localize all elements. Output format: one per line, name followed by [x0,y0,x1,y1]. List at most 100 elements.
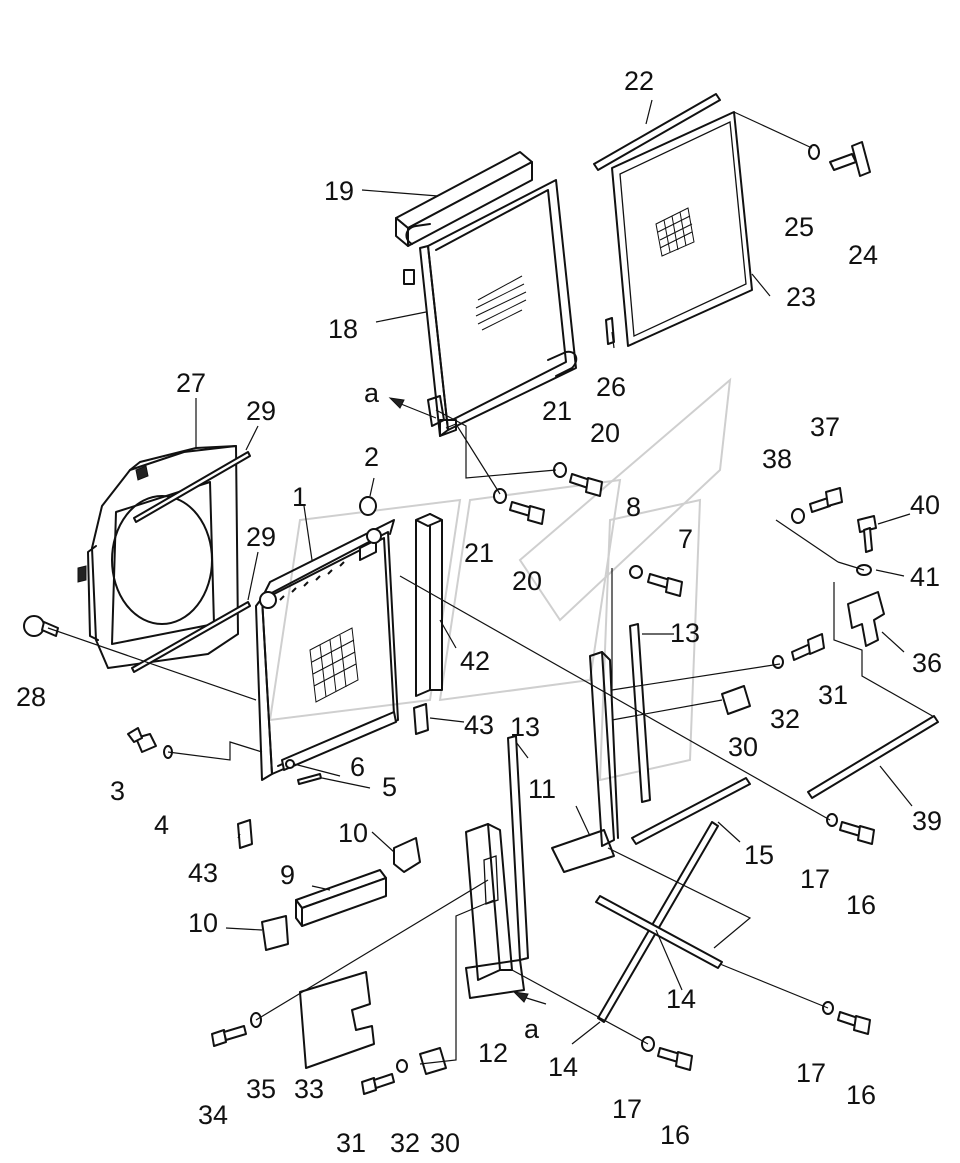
callout-16c: 16 [660,1120,690,1150]
part-10-lower-wedge [261,915,289,951]
callout-17a: 17 [800,864,830,894]
callout-34: 34 [198,1100,228,1130]
callout-21b: 21 [464,538,494,568]
callout-18: 18 [328,314,358,344]
part-12-left-support [465,823,525,999]
callout-12: 12 [478,1038,508,1068]
callout-38: 38 [762,444,792,474]
part-2-cap [359,496,377,516]
callout-41: 41 [910,562,940,592]
assembly-lines [47,111,937,1065]
callout-2: 2 [364,442,379,472]
callout-35: 35 [246,1074,276,1104]
part-8-washer [629,565,643,579]
callout-13a: 13 [510,712,540,742]
callout-20b: 20 [512,566,542,596]
callout-28: 28 [16,682,46,712]
callout-14b: 14 [666,984,696,1014]
callout-22: 22 [624,66,654,96]
part-38-washer [791,508,805,524]
part-27-fan-shroud [77,445,239,669]
reference-arrow-bottom [512,991,547,1005]
part-28-bolt [23,615,59,637]
part-7-bolt [647,573,683,597]
callout-43a: 43 [464,710,494,740]
callout-16b: 16 [846,1080,876,1110]
callout-26: 26 [596,372,626,402]
callout-29a: 29 [246,396,276,426]
part-18-core-louvres [475,275,527,331]
callout-14a: 14 [548,1052,578,1082]
part-9-bottom-block [295,869,387,927]
callout-27: 27 [176,368,206,398]
callout-29b: 29 [246,522,276,552]
callout-9: 9 [280,860,295,890]
part-37-bolt [809,487,843,513]
part-20-upper-bolt [569,473,603,497]
watermark [268,377,732,782]
callout-16a: 16 [846,890,876,920]
part-14-diagonal-rod [597,821,719,1023]
part-5-pin [297,773,322,785]
part-23-mesh [655,207,695,257]
part-20-lower-bolt [509,501,545,525]
callout-15: 15 [744,840,774,870]
callout-37: 37 [810,412,840,442]
callout-32a: 32 [770,704,800,734]
callout-labels: 1 2 3 4 5 6 7 8 9 10 10 11 12 13 13 14 1… [16,66,942,1158]
part-30-upper-plate [721,685,751,715]
part-42-seal-block [415,513,443,697]
callout-4: 4 [154,810,169,840]
part-43-upper-block [413,703,429,735]
part-29-lower-seal [131,601,251,673]
callout-40: 40 [910,490,940,520]
part-31-lower-bolt [361,1073,395,1095]
callout-24: 24 [848,240,878,270]
part-15-rod [631,777,751,845]
part-16-middle-bolt [837,1011,871,1035]
callout-36: 36 [912,648,942,678]
part-43-lower-block [237,819,253,849]
callout-30a: 30 [728,732,758,762]
callout-20a: 20 [590,418,620,448]
callout-32b: 32 [390,1128,420,1158]
callout-19: 19 [324,176,354,206]
reference-label-top: a [364,378,380,408]
callout-30b: 30 [430,1128,460,1158]
part-17-upper-washer [826,813,838,827]
part-36-bracket [847,591,885,647]
callout-6: 6 [350,752,365,782]
callout-42: 42 [460,646,490,676]
part-13-right-rod [629,623,651,803]
part-33-bracket [299,971,375,1069]
part-25-washer [808,144,820,160]
part-40-bolt [857,515,877,553]
callout-13b: 13 [670,618,700,648]
part-29-upper-seal [133,451,251,523]
callout-21a: 21 [542,396,572,426]
part-10-upper-wedge [393,837,421,873]
callout-39: 39 [912,806,942,836]
callout-33: 33 [294,1074,324,1104]
part-31-upper-bolt [791,633,825,661]
callout-23: 23 [786,282,816,312]
part-34-bolt [211,1025,247,1047]
part-3-drain-cock [127,727,157,753]
part-32-upper-washer [772,655,784,669]
part-1-radiator [255,519,399,781]
callout-leaders [195,99,913,1045]
part-30-lower-plate [419,1047,447,1075]
part-23-screen [611,111,753,347]
part-24-wing-bolt [829,141,871,177]
part-1-core-mesh [309,627,359,703]
callout-5: 5 [382,772,397,802]
part-19-top-seal [395,151,533,247]
callout-17b: 17 [796,1058,826,1088]
callout-1: 1 [292,482,307,512]
callout-25: 25 [784,212,814,242]
part-26-pin [605,317,615,345]
callout-7: 7 [678,524,693,554]
callout-31a: 31 [818,680,848,710]
part-11-right-support [551,651,619,873]
